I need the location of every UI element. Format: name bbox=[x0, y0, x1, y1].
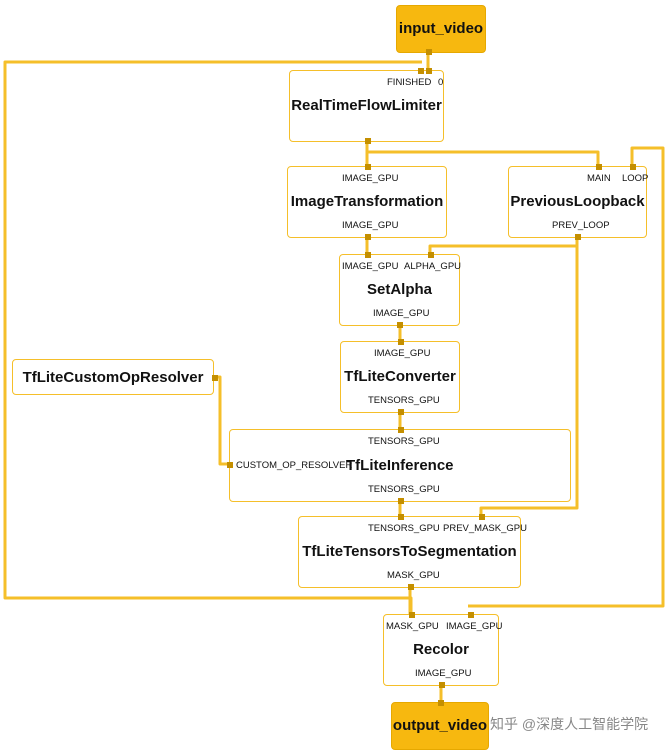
port-label-prev-mask-gpu: PREV_MASK_GPU bbox=[443, 523, 527, 534]
output-port bbox=[397, 322, 403, 328]
port-label-in-image-gpu: IMAGE_GPU bbox=[446, 621, 503, 632]
input-port-image bbox=[468, 612, 474, 618]
node-title: TfLiteConverter bbox=[344, 368, 456, 385]
edge-limiter-to-previousloopback-main bbox=[367, 150, 600, 168]
node-tfliteconverter[interactable]: IMAGE_GPU TfLiteConverter TENSORS_GPU bbox=[340, 339, 460, 415]
node-realtimeflowlimiter[interactable]: FINISHED 0 RealTimeFlowLimiter bbox=[289, 68, 444, 144]
port-label-loop: LOOP bbox=[622, 173, 649, 184]
node-input-video[interactable]: input_video bbox=[396, 5, 486, 55]
port-label-in-tensors-gpu: TENSORS_GPU bbox=[368, 436, 440, 447]
input-port-tensors bbox=[398, 514, 404, 520]
node-title: TfLiteCustomOpResolver bbox=[22, 369, 204, 386]
input-port bbox=[365, 164, 371, 170]
output-port bbox=[365, 138, 371, 144]
input-port-image bbox=[365, 252, 371, 258]
port-label-out-tensors-gpu: TENSORS_GPU bbox=[368, 484, 440, 495]
node-recolor[interactable]: MASK_GPU IMAGE_GPU Recolor IMAGE_GPU bbox=[383, 612, 503, 688]
input-port-prev-mask bbox=[479, 514, 485, 520]
output-port bbox=[439, 682, 445, 688]
output-port bbox=[365, 234, 371, 240]
watermark-text: 知乎 @深度人工智能学院 bbox=[490, 716, 649, 732]
input-port-main bbox=[596, 164, 602, 170]
node-title: Recolor bbox=[413, 641, 469, 658]
port-label-custom-op-resolver: CUSTOM_OP_RESOLVER bbox=[236, 460, 353, 471]
port-label-out-mask-gpu: MASK_GPU bbox=[387, 570, 440, 581]
node-title: PreviousLoopback bbox=[510, 193, 645, 210]
input-port-tensors bbox=[398, 427, 404, 433]
input-port-mask bbox=[409, 612, 415, 618]
node-title: RealTimeFlowLimiter bbox=[291, 97, 442, 114]
node-title: SetAlpha bbox=[366, 281, 432, 298]
output-port bbox=[398, 498, 404, 504]
input-port-alpha bbox=[428, 252, 434, 258]
node-tflitecustomopresolver[interactable]: TfLiteCustomOpResolver bbox=[12, 359, 218, 395]
edge-output-loop-back bbox=[468, 146, 665, 608]
port-label-in-tensors-gpu: TENSORS_GPU bbox=[368, 523, 440, 534]
node-title: output_video bbox=[392, 717, 488, 734]
port-label-prev-loop: PREV_LOOP bbox=[552, 220, 610, 231]
input-port-0 bbox=[426, 68, 432, 74]
input-port bbox=[398, 339, 404, 345]
port-label-in-image-gpu: IMAGE_GPU bbox=[374, 348, 431, 359]
port-label-out-image-gpu: IMAGE_GPU bbox=[373, 308, 430, 319]
node-previousloopback[interactable]: MAIN LOOP PreviousLoopback PREV_LOOP bbox=[508, 164, 649, 240]
output-port bbox=[426, 49, 432, 55]
output-port bbox=[408, 584, 414, 590]
node-title: input_video bbox=[398, 20, 484, 37]
node-tflitetensorstosegmentation[interactable]: TENSORS_GPU PREV_MASK_GPU TfLiteTensorsT… bbox=[298, 514, 527, 590]
input-port-resolver bbox=[227, 462, 233, 468]
port-label-in-image-gpu: IMAGE_GPU bbox=[342, 261, 399, 272]
port-label-0: 0 bbox=[438, 77, 444, 88]
output-port bbox=[575, 234, 581, 240]
node-tfliteinference[interactable]: TENSORS_GPU CUSTOM_OP_RESOLVER TfLiteInf… bbox=[227, 427, 571, 504]
node-setalpha[interactable]: IMAGE_GPU ALPHA_GPU SetAlpha IMAGE_GPU bbox=[339, 252, 462, 328]
port-label-out-image-gpu: IMAGE_GPU bbox=[415, 668, 472, 679]
output-port bbox=[398, 409, 404, 415]
port-label-out-tensors-gpu: TENSORS_GPU bbox=[368, 395, 440, 406]
port-label-out-image-gpu: IMAGE_GPU bbox=[342, 220, 399, 231]
node-title: ImageTransformation bbox=[290, 193, 444, 210]
node-output-video[interactable]: output_video bbox=[391, 700, 489, 750]
port-label-main: MAIN bbox=[587, 173, 611, 184]
node-title: TfLiteInference bbox=[346, 457, 454, 474]
output-port bbox=[212, 375, 218, 381]
port-label-in-image-gpu: IMAGE_GPU bbox=[342, 173, 399, 184]
node-imagetransformation[interactable]: IMAGE_GPU ImageTransformation IMAGE_GPU bbox=[287, 164, 447, 240]
port-label-finished: FINISHED bbox=[387, 77, 432, 88]
port-label-mask-gpu: MASK_GPU bbox=[386, 621, 439, 632]
input-port bbox=[438, 700, 444, 706]
port-label-alpha-gpu: ALPHA_GPU bbox=[404, 261, 462, 272]
node-title: TfLiteTensorsToSegmentation bbox=[302, 543, 517, 560]
input-port-loop bbox=[630, 164, 636, 170]
input-port-finished bbox=[418, 68, 424, 74]
